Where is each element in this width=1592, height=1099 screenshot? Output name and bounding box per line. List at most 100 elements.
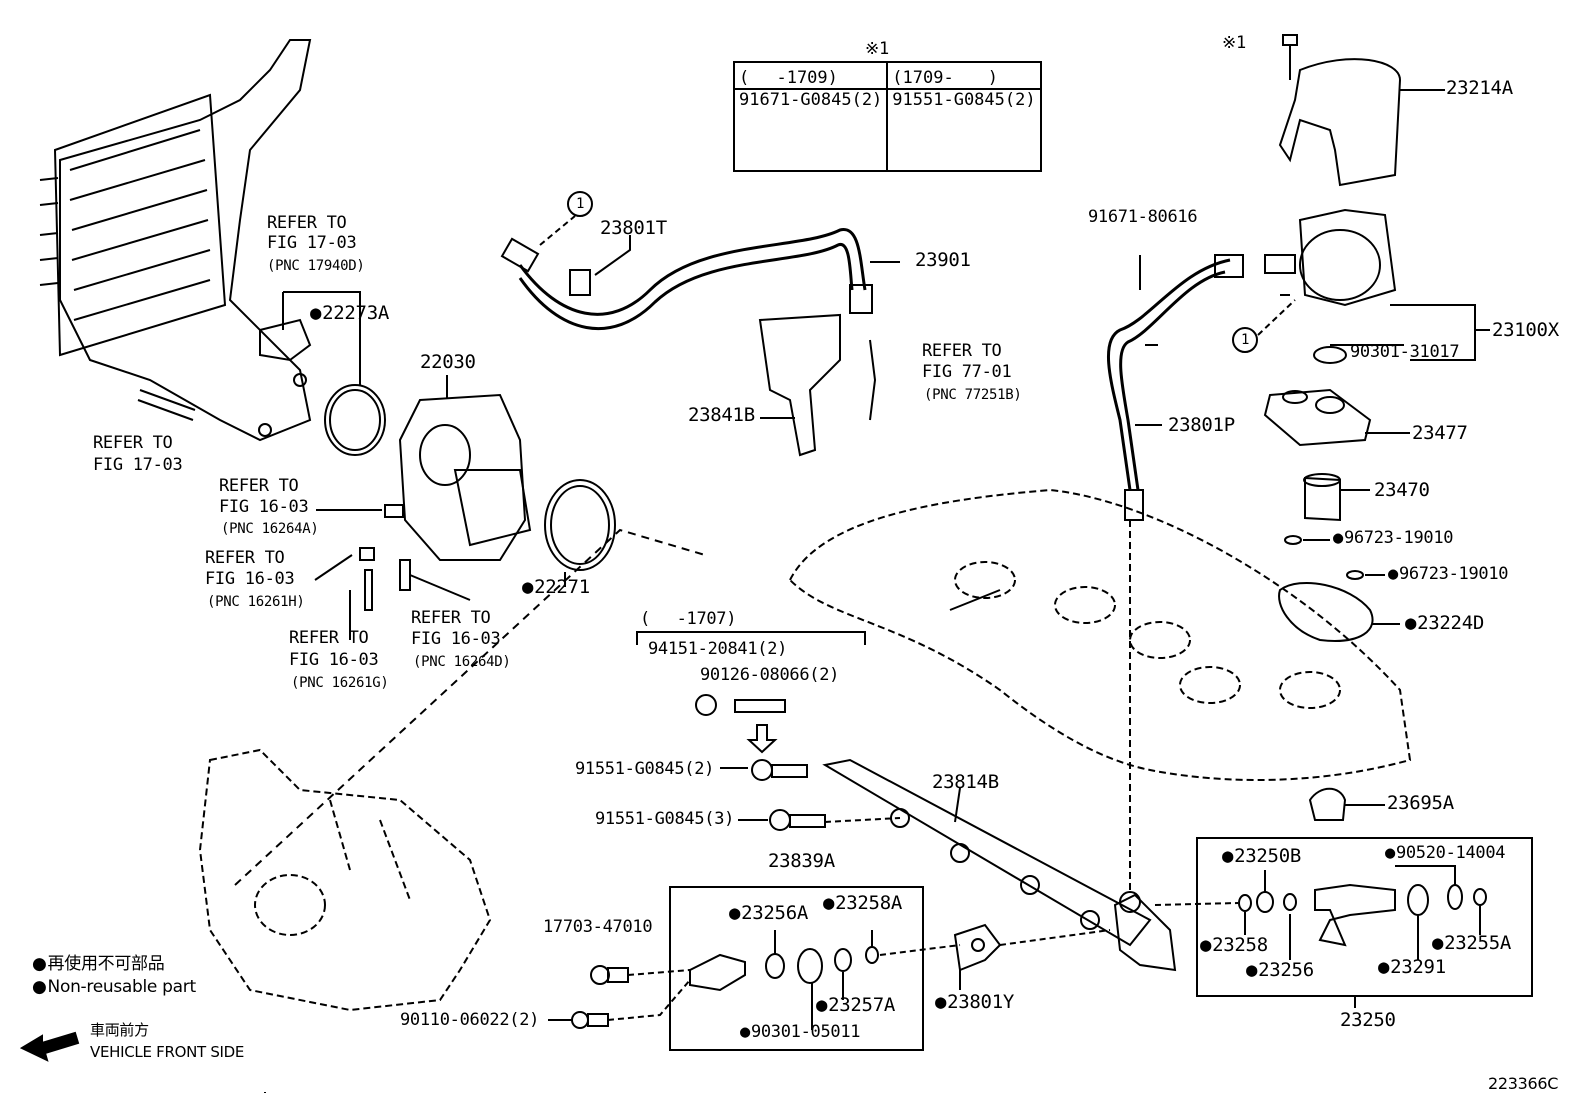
part-90126-08066: 90126-08066(2) [700, 665, 840, 685]
part-23224d: 23224D [1405, 613, 1484, 634]
part-91551-g0845-3: 91551-G0845(3) [595, 809, 735, 829]
part-23255a: 23255A [1432, 933, 1511, 954]
part-94151-20841: 94151-20841(2) [648, 639, 788, 659]
box-23839a [669, 886, 924, 1051]
gasket-22271 [544, 479, 616, 587]
range-bracket [636, 631, 866, 645]
part-23801t: 23801T [600, 217, 667, 239]
part-23814b: 23814B [932, 771, 999, 793]
legend-jp: 再使用不可部品 [32, 954, 165, 975]
bracket-23214a [1278, 34, 1445, 187]
part-23801y: 23801Y [935, 992, 1014, 1013]
part-23477: 23477 [1412, 422, 1468, 444]
bolts [548, 694, 901, 1029]
part-23250: 23250 [1340, 1009, 1396, 1031]
part-23839a: 23839A [768, 850, 835, 872]
hoses-clips [314, 504, 471, 640]
part-23470: 23470 [1374, 479, 1430, 501]
part-23256a: 23256A [729, 903, 808, 924]
part-96723-19010-a: 96723-19010 [1333, 529, 1454, 548]
front-arrow-icon [19, 1031, 80, 1062]
part-96723-19010-b: 96723-19010 [1388, 565, 1509, 584]
ref-16264d-a: REFER TO [411, 608, 491, 628]
box-23250 [1196, 837, 1533, 997]
injector-parts [1154, 865, 1487, 1008]
ref-16261g-a: REFER TO [289, 628, 369, 648]
part-23256: 23256 [1246, 960, 1314, 981]
intake-manifold-drawing [198, 748, 492, 1012]
bolt-part-1: 91671-G0845(2) [732, 88, 889, 172]
ref-16264a-c: (PNC 16264A) [221, 521, 319, 537]
ref-77251b-c: (PNC 77251B) [924, 387, 1022, 403]
ref-17-03-a: REFER TO [93, 433, 173, 453]
fuel-rail-drawing [822, 758, 1177, 972]
callout-1-b: 1 [1241, 332, 1250, 348]
part-23250b: 23250B [1222, 846, 1301, 867]
ref-77251b-b: FIG 77-01 [922, 362, 1012, 382]
front-jp: 車両前方 [90, 1021, 149, 1039]
part-90520-14004: 90520-14004 [1385, 844, 1506, 863]
flange-parts [1263, 388, 1410, 642]
seal-parts-23839a [689, 923, 1111, 1030]
part-22271: 22271 [522, 577, 590, 598]
leader-dashed [234, 528, 706, 886]
part-23257a: 23257A [816, 995, 895, 1016]
part-23901: 23901 [915, 249, 971, 271]
bolt-range-2: (1709- ) [886, 61, 1042, 90]
pipe-23801p [1107, 254, 1244, 521]
part-23258: 23258 [1200, 935, 1268, 956]
part-90301-31017: 90301-31017 [1350, 342, 1460, 362]
ref-16261g-b: FIG 16-03 [289, 650, 379, 670]
part-91671-80616: 91671-80616 [1088, 207, 1198, 227]
ref-17940d-a: REFER TO [267, 213, 347, 233]
ref-77251b-a: REFER TO [922, 341, 1002, 361]
bracket-23841b [758, 313, 877, 457]
cylinder-head-drawing [788, 488, 1412, 890]
part-23100x: 23100X [1492, 319, 1559, 341]
range-1707: ( -1707) [640, 609, 737, 629]
bolt-table: ( -1709)(1709- ) 91671-G0845(2)91551-G08… [732, 61, 1042, 172]
ref-16264a-b: FIG 16-03 [219, 497, 309, 517]
part-23214a: 23214A [1446, 77, 1513, 99]
part-22273a: 22273A [310, 303, 389, 324]
fuel-pump-drawing [1264, 208, 1490, 364]
ref-16261h-c: (PNC 16261H) [207, 594, 305, 610]
intercooler-drawing [39, 39, 312, 442]
fuel-hose-23901 [500, 228, 900, 331]
bolt-part-2: 91551-G0845(2) [886, 88, 1042, 172]
part-23695a: 23695A [1387, 792, 1454, 814]
gasket-22273a [282, 291, 386, 456]
part-17703-47010: 17703-47010 [543, 917, 653, 937]
ref-16261h-a: REFER TO [205, 548, 285, 568]
callout-circle [567, 191, 593, 217]
callout-1-a: 1 [576, 196, 585, 212]
ref-16261g-c: (PNC 16261G) [291, 675, 389, 691]
part-23841b: 23841B [688, 404, 755, 426]
ref-16264d-c: (PNC 16264D) [413, 654, 511, 670]
figure-id: 223366C [1488, 1074, 1559, 1093]
legend-en: Non-reusable part [32, 977, 197, 998]
part-91551-g0845-2: 91551-G0845(2) [575, 759, 715, 779]
part-23258a: 23258A [823, 893, 902, 914]
throttle-body-drawing [398, 375, 532, 561]
ref-17940d-b: FIG 17-03 [267, 233, 357, 253]
ref-16264d-b: FIG 16-03 [411, 629, 501, 649]
clip-23695a [1308, 787, 1347, 821]
front-en: VEHICLE FRONT SIDE [90, 1043, 245, 1061]
callout-circle [1232, 327, 1258, 353]
ref-17940d-c: (PNC 17940D) [267, 258, 365, 274]
part-23801p: 23801P [1168, 414, 1235, 436]
ref-16264a-a: REFER TO [219, 476, 299, 496]
note-mark: ※1 [865, 39, 889, 59]
bolt-range-1: ( -1709) [732, 61, 889, 90]
ref-16261h-b: FIG 16-03 [205, 569, 295, 589]
part-90110-06022: 90110-06022(2) [400, 1010, 540, 1030]
note-mark-2: ※1 [1222, 33, 1246, 53]
part-23291: 23291 [1378, 957, 1446, 978]
part-90301-05011: 90301-05011 [740, 1023, 861, 1042]
part-22030: 22030 [420, 351, 476, 373]
ref-17-03-b: FIG 17-03 [93, 455, 183, 475]
leader-lines [264, 255, 1404, 1093]
